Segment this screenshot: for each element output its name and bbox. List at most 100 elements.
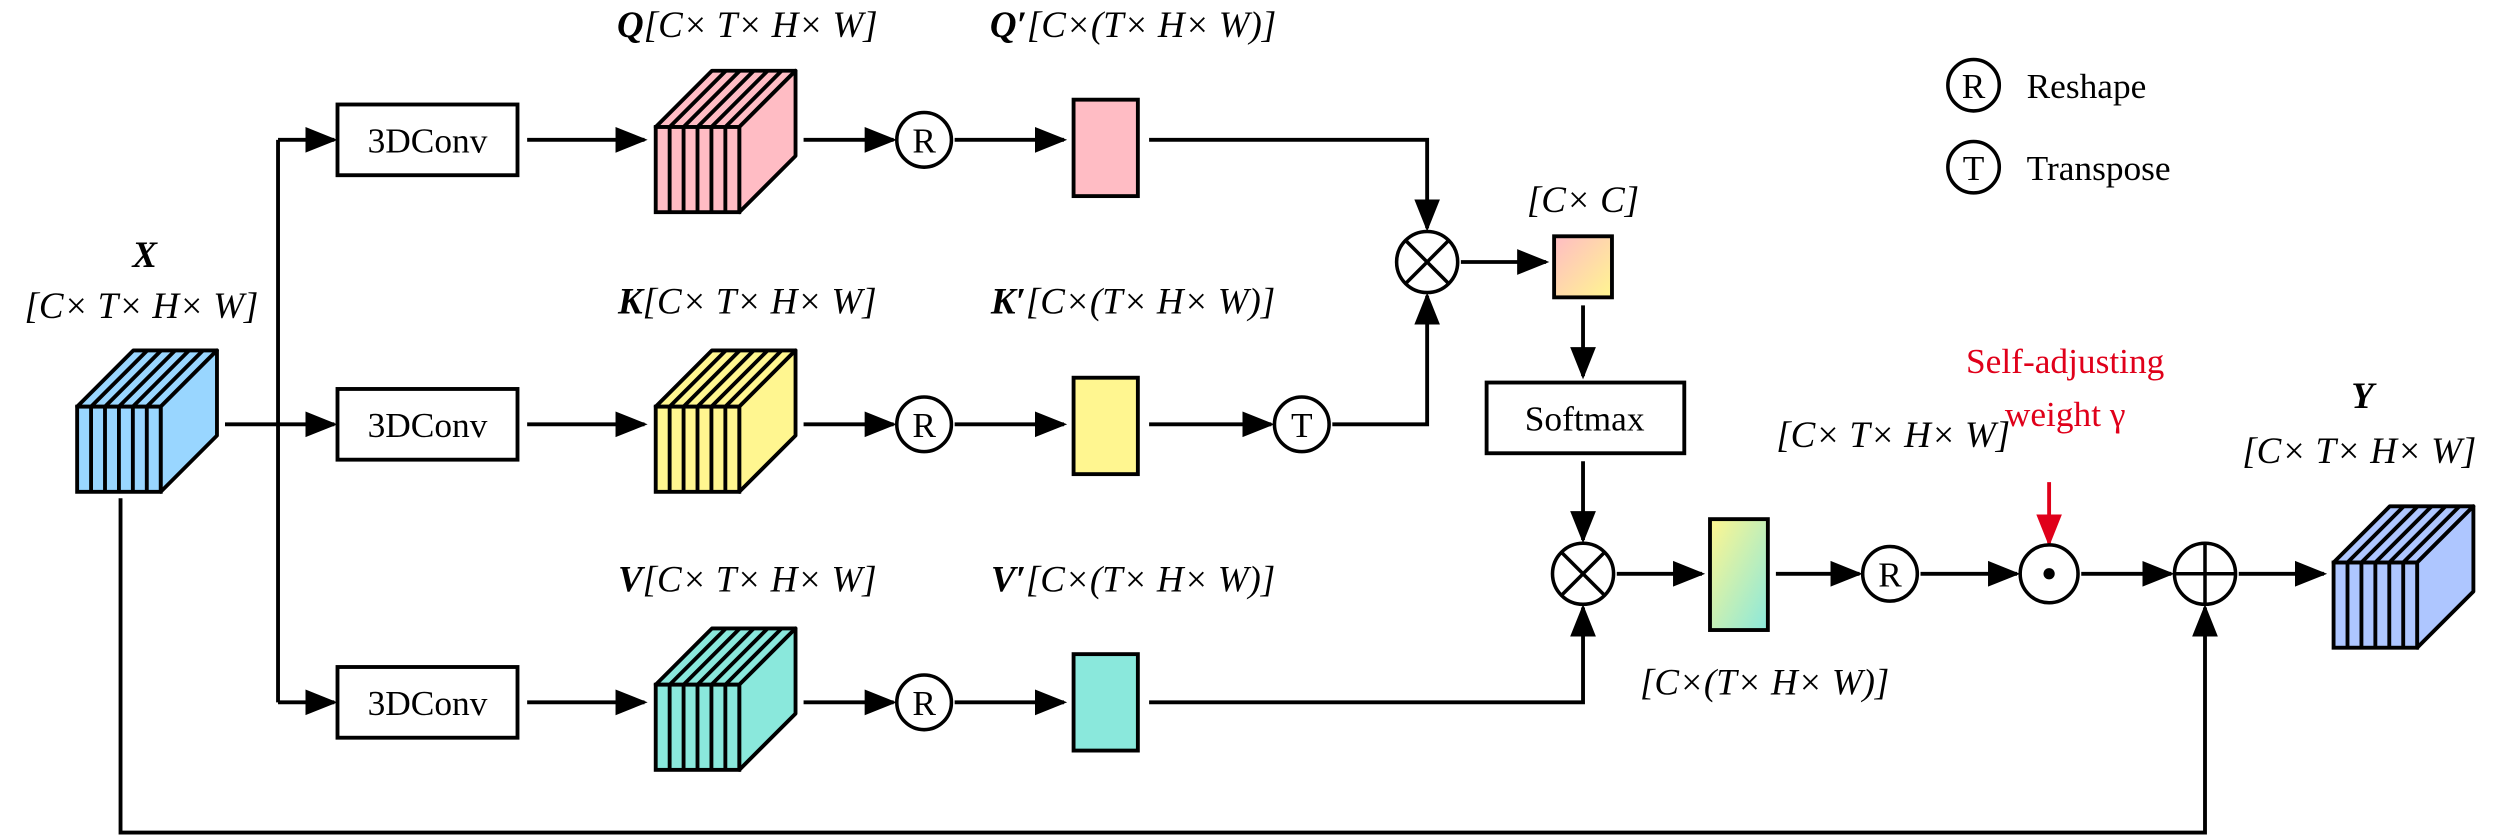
dot (2043, 568, 2055, 580)
gamma-label-line2: weight γ (2005, 394, 2126, 434)
svg-text:Q[C× T× H× W]: Q[C× T× H× W] (617, 4, 878, 45)
cross-line (1404, 239, 1450, 285)
softmax-box: Softmax (1484, 380, 1687, 456)
input-dims-label: [C× T× H× W] (24, 285, 258, 326)
v-dims: [C× T× H× W] (643, 558, 877, 599)
legend-label: Reshape (2027, 66, 2147, 106)
cube-slice-line (723, 349, 783, 409)
matmul-op-qk (1394, 229, 1460, 295)
cube-v (653, 626, 798, 772)
cube-slice-line (117, 349, 177, 409)
op-circle (895, 395, 954, 454)
v-prime-dims: [C×(T× H× W)] (1026, 558, 1275, 600)
q-var: Q (617, 4, 644, 45)
cube-q (653, 68, 798, 215)
cube-slice-line (145, 349, 205, 409)
cube-slice-line (710, 69, 770, 129)
svg-text:K[C× T× H× W]: K[C× T× H× W] (617, 280, 877, 321)
reshape-op-v: R (895, 673, 954, 732)
out-dims-top: [C× T× H× W] (1776, 414, 2010, 455)
cube-slice-line (723, 69, 783, 129)
reshape-op-q: R (895, 110, 954, 169)
k-dims: [C× T× H× W] (643, 280, 877, 321)
input-cube-x (75, 348, 219, 494)
cube-slice-line (682, 349, 742, 409)
cube-slice-line (668, 627, 728, 687)
svg-text:V[C× T× H× W]: V[C× T× H× W] (618, 558, 877, 599)
cube-slice-line (668, 69, 728, 129)
conv-label: 3DConv (368, 121, 488, 161)
out-dims-bottom: [C×(T× H× W)] (1640, 661, 1889, 703)
op-circle (1860, 544, 1920, 603)
op-circle (895, 110, 954, 169)
transpose-op-k: T (1272, 395, 1331, 454)
cube-slice-line (710, 349, 770, 409)
reshape-icon: R (1962, 66, 1986, 106)
cube-slice-line (2387, 504, 2447, 564)
legend-label: Transpose (2027, 148, 2171, 188)
k-var: K (617, 280, 645, 321)
reshape-symbol: R (912, 121, 936, 161)
cube-slice-line (2346, 504, 2406, 564)
transpose-icon: T (1963, 148, 1985, 188)
transpose-symbol: T (1291, 405, 1313, 445)
cube-slice-line (682, 627, 742, 687)
svg-text:V′[C×(T× H× W)]: V′[C×(T× H× W)] (991, 558, 1275, 600)
cube-slice-line (696, 627, 756, 687)
output-dims-label: [C× T× H× W] (2242, 430, 2476, 471)
q-prime-matrix (1071, 97, 1140, 199)
conv-box-v: 3DConv (335, 665, 520, 740)
operator-shapes: R R R T R (895, 97, 2238, 753)
reshape-op-out: R (1860, 544, 1920, 603)
cube-slice-line (2401, 504, 2461, 564)
legend-item-transpose: T Transpose (1946, 139, 2171, 195)
v-var: V (618, 558, 646, 599)
cube-slice-line (89, 349, 149, 409)
output-feature-map (1708, 517, 1770, 632)
cube-k (653, 348, 798, 494)
conv-box-q: 3DConv (335, 102, 520, 178)
tensor-cubes (75, 68, 2476, 772)
reshape-symbol: R (1878, 555, 1902, 595)
cube-slice-line (668, 349, 728, 409)
cube-slice-line (710, 627, 770, 687)
cube-slice-line (131, 349, 191, 409)
connector-lines (118, 127, 2328, 835)
residual-skip-arrow (118, 498, 2218, 835)
q-prime-dims: [C×(T× H× W)] (1027, 4, 1276, 46)
v-to-matmul-arrow (1149, 604, 1596, 705)
cube-slice-line (682, 69, 742, 129)
cube-slice-line (696, 349, 756, 409)
branch-v-labels: V[C× T× H× W] V′[C×(T× H× W)] (618, 558, 1275, 600)
output-var-label: Y (2351, 375, 2377, 416)
svg-text:K′[C×(T× H× W)]: K′[C×(T× H× W)] (990, 280, 1275, 322)
k-prime-matrix (1071, 375, 1140, 477)
gamma-label-line1: Self-adjusting (1966, 341, 2164, 381)
k-prime-dims: [C×(T× H× W)] (1026, 280, 1275, 322)
k-prime-var: K′ (990, 280, 1026, 321)
reshape-symbol: R (912, 405, 936, 445)
conv-box-k: 3DConv (335, 387, 520, 462)
branch-k-labels: K[C× T× H× W] K′[C×(T× H× W)] (617, 280, 1275, 322)
conv-label: 3DConv (368, 405, 488, 445)
cube-slice-line (103, 349, 163, 409)
v-prime-matrix (1071, 652, 1140, 753)
cube-slice-line (723, 627, 783, 687)
reshape-op-k: R (895, 395, 954, 454)
residual-add-op (2172, 541, 2238, 607)
reshape-symbol: R (912, 683, 936, 723)
legend-item-reshape: R Reshape (1946, 57, 2147, 113)
transpose-to-matmul-arrow (1332, 292, 1440, 427)
q-dims: [C× T× H× W] (644, 4, 878, 45)
softmax-label: Softmax (1525, 399, 1645, 439)
conv-label: 3DConv (368, 683, 488, 723)
cube-slice-line (696, 69, 756, 129)
op-circle (1272, 395, 1331, 454)
input-var-label: X (131, 234, 158, 275)
attention-map (1552, 234, 1614, 300)
v-prime-var: V′ (991, 558, 1026, 599)
cross-line (1560, 550, 1606, 597)
cube-slice-line (2360, 504, 2420, 564)
matmul-op-v (1550, 541, 1616, 607)
